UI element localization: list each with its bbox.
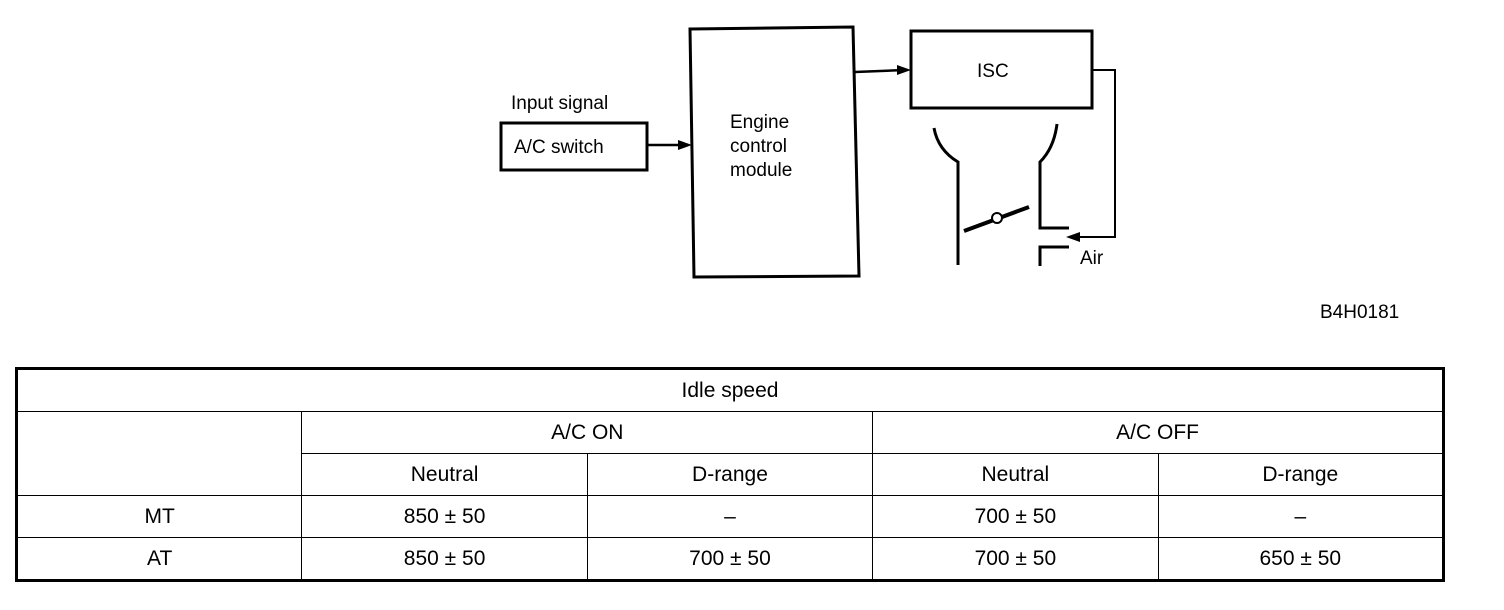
input-signal-label: Input signal: [511, 93, 608, 114]
table-cell: 650 ± 50: [1157, 537, 1445, 581]
table-cell: 700 ± 50: [872, 537, 1159, 581]
ac-switch-box: [499, 121, 649, 172]
ecm-label-line-3: module: [730, 160, 792, 181]
ecm-to-isc-arrowhead: [897, 65, 911, 75]
table-row: AT 850 ± 50 700 ± 50 700 ± 50 650 ± 50: [15, 537, 1445, 581]
isc-bypass-air-line: [1075, 69, 1116, 238]
table-cell: 850 ± 50: [301, 537, 588, 581]
table-cell: 700 ± 50: [586, 537, 874, 581]
row-label-at: AT: [15, 537, 303, 581]
throttle-body-left-wall: [932, 127, 960, 265]
table-row: MT 850 ± 50 – 700 ± 50 –: [15, 495, 1445, 538]
table-cell: –: [586, 495, 874, 538]
row-label-header-empty: [15, 411, 303, 496]
subheader-ac-on-drange: D-range: [586, 453, 874, 496]
throttle-body-right-wall: [1038, 123, 1069, 230]
ecm-to-isc-arrow: [854, 68, 905, 74]
subheader-ac-off-drange: D-range: [1157, 453, 1445, 496]
ecm-box: [688, 25, 861, 279]
table-title: Idle speed: [16, 368, 1444, 412]
ecm-label-line-1: Engine: [730, 112, 789, 133]
table-title-row: Idle speed: [16, 368, 1444, 412]
subheader-ac-off-neutral: Neutral: [872, 453, 1159, 496]
throttle-valve-pivot: [991, 212, 1003, 224]
isc-label: ISC: [977, 61, 1009, 82]
row-label-mt: MT: [15, 495, 303, 538]
isc-bypass-arrowhead: [1066, 232, 1080, 242]
subheader-ac-on-neutral: Neutral: [301, 453, 588, 496]
switch-to-ecm-arrowhead: [678, 140, 692, 150]
table-cell: –: [1157, 495, 1445, 538]
idle-control-diagram: Input signal A/C switch Engine control m…: [499, 25, 1116, 279]
table-cell: 700 ± 50: [872, 495, 1159, 538]
group-header-ac-on: A/C ON: [301, 411, 874, 454]
table-cell: 850 ± 50: [301, 495, 588, 538]
figure-code: B4H0181: [1320, 302, 1400, 323]
bypass-outlet-wall: [1038, 245, 1069, 266]
idle-speed-table: Idle speed A/C ON A/C OFF Neutral D-rang…: [15, 367, 1445, 582]
air-label: Air: [1080, 248, 1104, 269]
group-header-ac-off: A/C OFF: [872, 411, 1444, 454]
ac-switch-label: A/C switch: [514, 137, 604, 158]
ecm-label-line-2: control: [730, 136, 787, 157]
group-header-row: A/C ON A/C OFF: [15, 411, 1444, 496]
